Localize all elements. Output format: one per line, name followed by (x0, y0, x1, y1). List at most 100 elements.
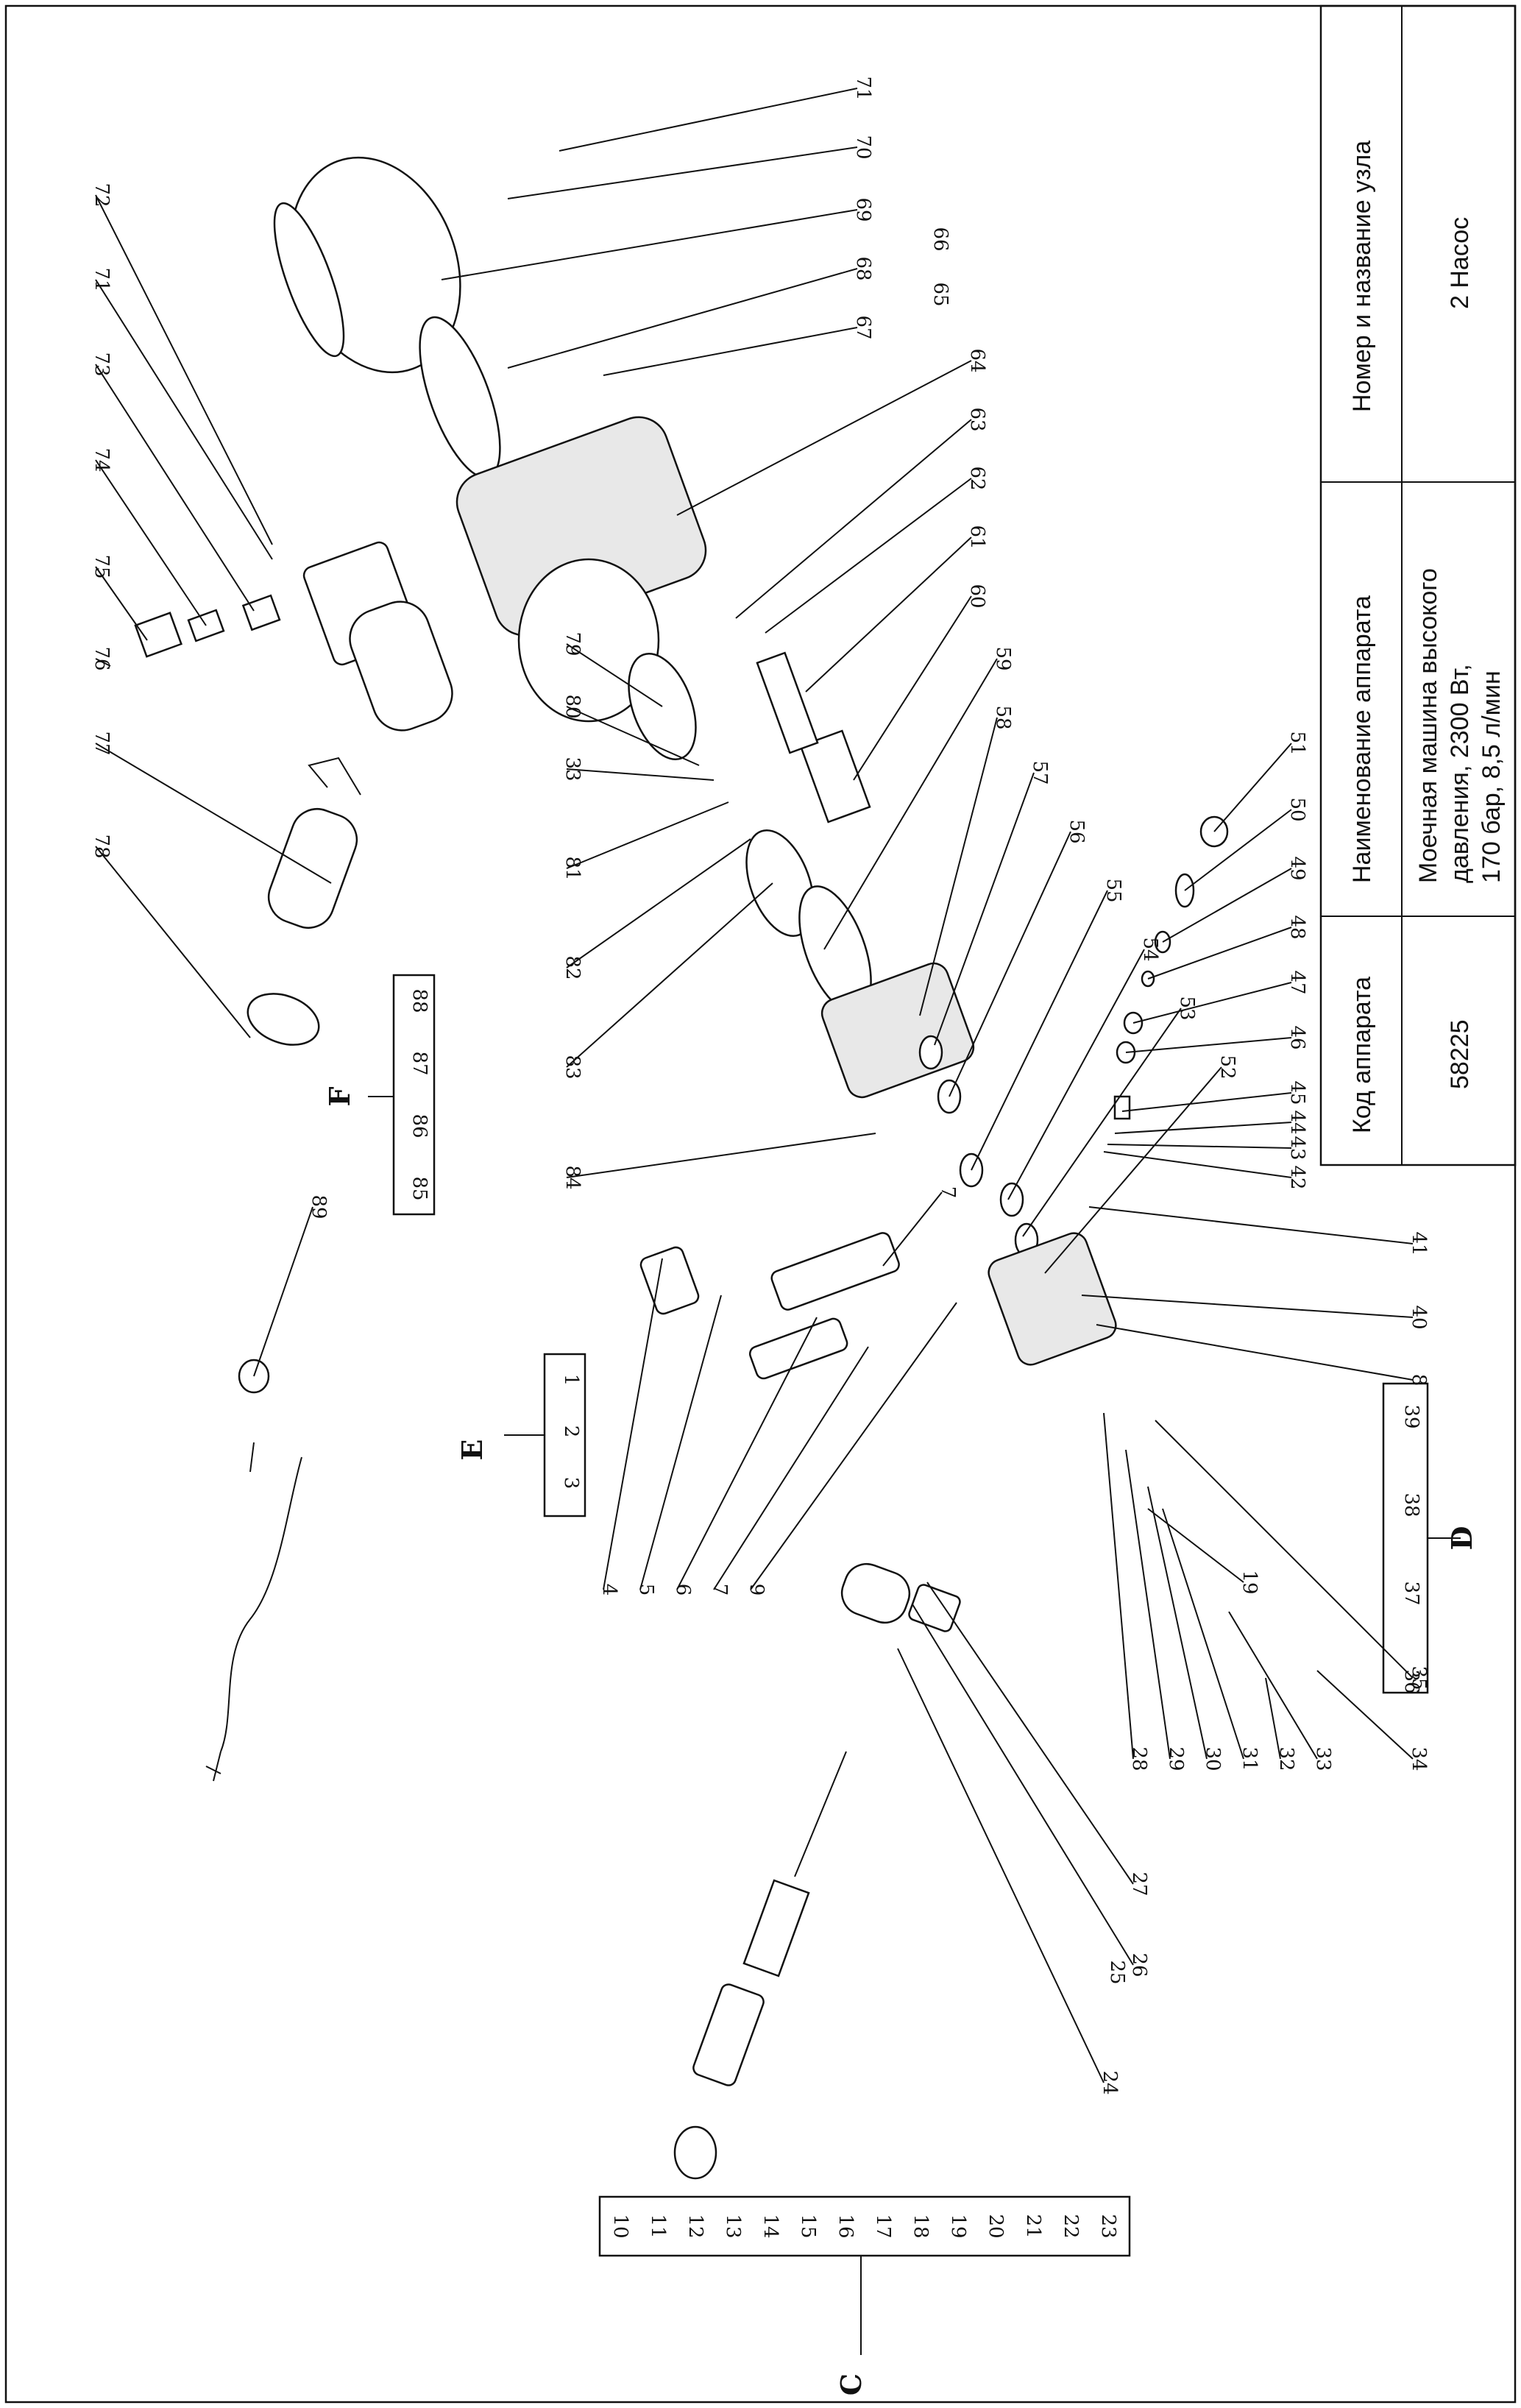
callout-53: 53 (1176, 996, 1198, 1020)
name-line-3: 170 бар, 8,5 л/мин (1478, 670, 1506, 883)
leader-lines (95, 88, 1414, 2083)
leader-48 (1147, 927, 1292, 980)
leader-74 (95, 459, 207, 626)
leader-32 (1265, 1677, 1281, 1760)
callout-52: 52 (1216, 1055, 1238, 1079)
group-e-number-3: 3 (560, 1477, 582, 1490)
leader-47 (1132, 982, 1292, 1024)
callout-28: 28 (1128, 1746, 1150, 1771)
group-c-number-23: 23 (1097, 2214, 1119, 2238)
callout-29: 29 (1165, 1746, 1187, 1771)
leader-79 (566, 643, 663, 707)
callout-59: 59 (992, 646, 1014, 670)
callout-48: 48 (1286, 915, 1308, 939)
callout-41: 41 (1408, 1231, 1430, 1256)
callout-82: 82 (561, 955, 584, 980)
callout-7: 7 (937, 1186, 959, 1199)
leader-89 (253, 1206, 313, 1377)
leader-19 (1147, 1508, 1244, 1583)
callout-77: 77 (91, 731, 113, 755)
leader-71 (95, 279, 273, 560)
group-c-number-17: 17 (872, 2214, 894, 2238)
callout-30: 30 (1202, 1746, 1224, 1771)
callout-56: 56 (1066, 819, 1088, 843)
leader-59 (823, 658, 998, 950)
group-d-number-36: 36 (1400, 1669, 1422, 1693)
leader-43 (1107, 1144, 1292, 1149)
callout-labels: 7170696867666564636261605958575655545352… (91, 76, 1430, 2094)
callout-71: 71 (852, 76, 874, 100)
leader-56 (949, 831, 1071, 1097)
leader-5 (639, 1295, 722, 1590)
callout-71: 71 (91, 267, 113, 291)
callout-9: 9 (745, 1584, 767, 1596)
callout-7: 7 (709, 1584, 731, 1596)
leader-50 (1184, 809, 1292, 891)
leader-52 (1044, 1066, 1222, 1274)
leader-33 (1228, 1611, 1318, 1760)
group-f-box (392, 974, 436, 1216)
group-c-number-22: 22 (1060, 2214, 1082, 2238)
callout-68: 68 (852, 256, 874, 280)
callout-40: 40 (1408, 1305, 1430, 1329)
leader-77 (95, 743, 332, 884)
leader-29 (1125, 1449, 1171, 1760)
leader-60 (853, 595, 972, 781)
leader-54 (1007, 949, 1145, 1200)
callout-74: 74 (91, 447, 113, 472)
callout-51: 51 (1286, 731, 1308, 755)
leader-71 (559, 88, 858, 152)
inlet-fitting (639, 1246, 700, 1315)
callout-66: 66 (929, 227, 951, 251)
callout-25: 25 (1106, 1960, 1128, 1984)
leader-61 (805, 537, 972, 693)
group-d-number-38: 38 (1400, 1492, 1422, 1517)
leader-35 (1155, 1420, 1414, 1679)
outlet-pipe (748, 1317, 848, 1380)
leader-7 (713, 1346, 869, 1590)
group-c-number-20: 20 (985, 2214, 1007, 2238)
title-block: Номер и название узла 2 Насос Наименован… (1319, 4, 1517, 1166)
group-e-letter: E (455, 1440, 489, 1461)
callout-65: 65 (929, 282, 951, 306)
callout-24: 24 (1099, 2070, 1121, 2094)
callout-63: 63 (966, 407, 988, 431)
capacitor (267, 808, 358, 929)
leader-46 (1125, 1037, 1292, 1053)
callout-80: 80 (561, 694, 584, 718)
name-header: Наименование аппарата (1348, 595, 1376, 883)
name-line-2: давления, 2300 Вт, (1446, 664, 1474, 883)
leader-40 (1081, 1295, 1414, 1318)
callout-33: 33 (561, 757, 584, 781)
callout-79: 79 (561, 631, 584, 656)
unit-value: 2 Насос (1446, 217, 1474, 309)
leader-7 (882, 1191, 943, 1267)
leader-69 (441, 209, 858, 280)
group-f-letter: F (323, 1086, 356, 1106)
callout-69: 69 (852, 197, 874, 222)
outlet-cap (840, 1562, 911, 1624)
callout-75: 75 (91, 554, 113, 578)
group-f-number-85: 85 (408, 1176, 430, 1200)
group-f-number-88: 88 (408, 988, 430, 1013)
leader-34 (1316, 1670, 1414, 1760)
callout-19: 19 (1238, 1570, 1261, 1594)
callout-54: 54 (1139, 937, 1161, 961)
leader-67 (603, 327, 858, 376)
callout-84: 84 (561, 1165, 584, 1189)
group-c-box (598, 2195, 1131, 2257)
callout-73: 73 (91, 352, 113, 376)
callout-83: 83 (561, 1055, 584, 1079)
code-header: Код аппарата (1348, 977, 1376, 1133)
leader-44 (1114, 1122, 1292, 1134)
group-c-number-14: 14 (759, 2214, 781, 2238)
leader-42 (1103, 1151, 1292, 1178)
callout-44: 44 (1286, 1110, 1308, 1134)
leader-30 (1147, 1486, 1208, 1760)
leader-45 (1121, 1092, 1292, 1112)
leader-31 (1162, 1508, 1244, 1760)
group-e-number-1: 1 (560, 1374, 582, 1387)
bypass-spring (742, 1879, 810, 1977)
leader-72 (95, 194, 273, 545)
